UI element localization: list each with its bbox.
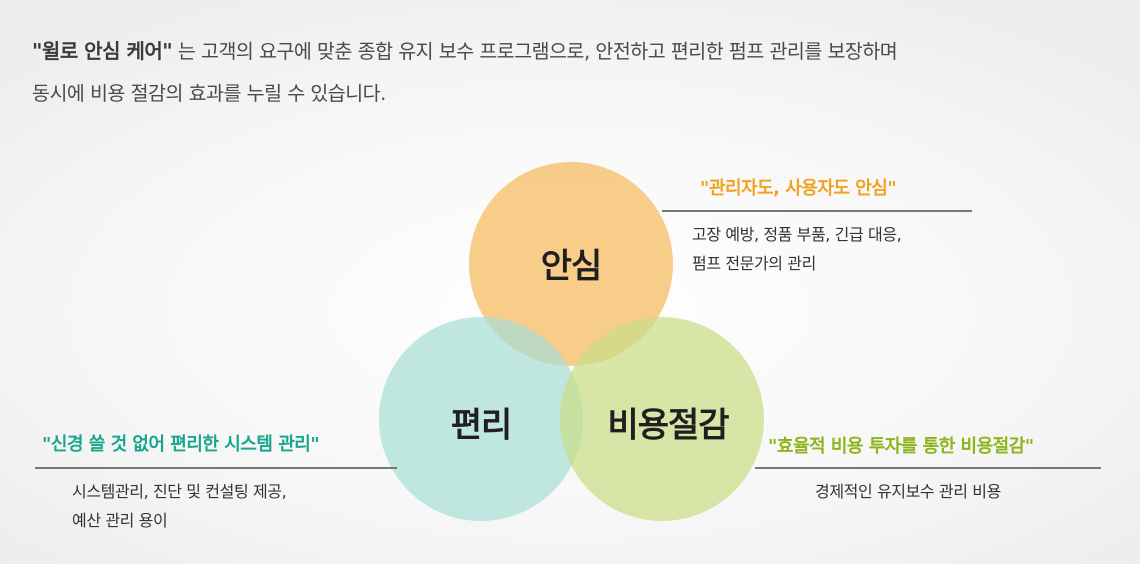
callout-title-anshim: "관리자도, 사용자도 안심" [700,178,897,199]
intro-line-1-text: 는 고객의 요구에 맞춘 종합 유지 보수 프로그램으로, 안전하고 편리한 펌… [172,40,898,63]
callout-desc-biyong-jeolgam: 경제적인 유지보수 관리 비용 [815,477,1001,506]
callout-desc-pyeonri-line-2: 예산 관리 용이 [72,511,168,530]
circle-anshim [469,162,673,366]
callout-desc-biyong-jeolgam-line-1: 경제적인 유지보수 관리 비용 [815,482,1001,501]
callout-desc-anshim-line-1: 고장 예방, 정품 부품, 긴급 대응, [692,225,902,244]
callout-desc-pyeonri-line-1: 시스템관리, 진단 및 컨설팅 제공, [72,482,287,501]
callout-desc-pyeonri: 시스템관리, 진단 및 컨설팅 제공, 예산 관리 용이 [72,477,287,535]
callout-desc-anshim-line-2: 펌프 전문가의 관리 [692,254,816,273]
callout-desc-anshim: 고장 예방, 정품 부품, 긴급 대응, 펌프 전문가의 관리 [692,220,902,278]
intro-highlight: "윌로 안심 케어" [32,39,173,63]
intro-line-1: "윌로 안심 케어" 는 고객의 요구에 맞춘 종합 유지 보수 프로그램으로,… [32,30,1122,73]
callout-title-biyong-jeolgam: "효율적 비용 투자를 통한 비용절감" [768,436,1034,457]
intro-line-2: 동시에 비용 절감의 효과를 누릴 수 있습니다. [32,82,386,105]
circle-biyong-jeolgam [560,317,764,521]
callout-divider-anshim [662,210,972,212]
callout-title-pyeonri: "신경 쓸 것 없어 편리한 시스템 관리" [42,434,320,455]
circle-label-pyeonri: 편리 [450,405,513,446]
callout-divider-pyeonri [35,467,397,469]
circle-label-anshim: 안심 [540,246,603,287]
circle-label-biyong-jeolgam: 비용절감 [607,405,729,446]
circle-pyeonri [379,317,583,521]
callout-divider-biyong-jeolgam [755,467,1101,469]
intro-text: "윌로 안심 케어" 는 고객의 요구에 맞춘 종합 유지 보수 프로그램으로,… [32,30,1122,115]
